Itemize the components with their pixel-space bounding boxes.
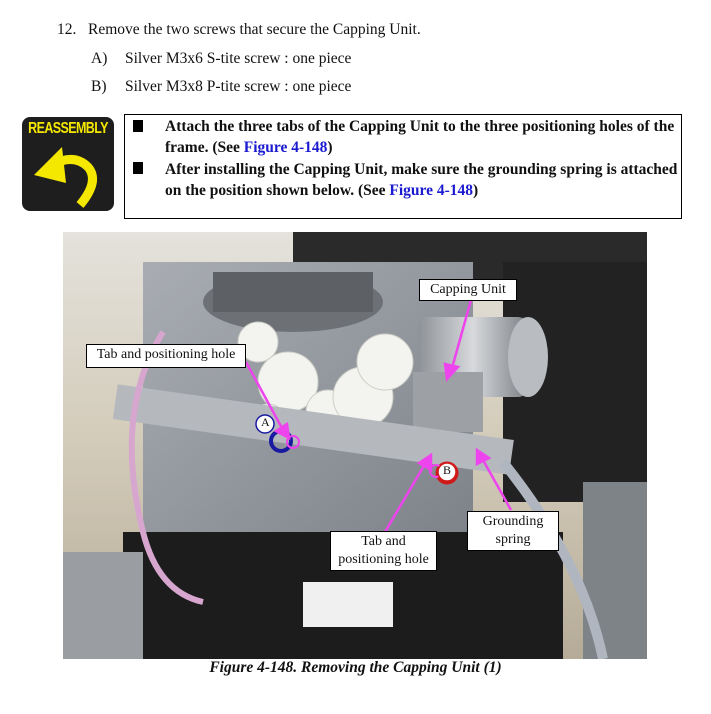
step-12: 12. Remove the two screws that secure th… [57, 21, 421, 39]
figure-caption: Figure 4-148. Removing the Capping Unit … [209, 659, 502, 676]
tab-bottom-arrow [383, 463, 427, 533]
bullet-icon [133, 162, 143, 174]
label-text: Capping Unit [430, 282, 506, 297]
substep-a: A) Silver M3x6 S-tite screw : one piece [91, 50, 351, 68]
reassembly-icon: REASSEMBLY [22, 117, 114, 211]
printer-photo-illustration [63, 232, 647, 659]
label-text: Tab and [361, 534, 406, 549]
reassembly-icon-label: REASSEMBLY [28, 119, 108, 137]
figure-link[interactable]: Figure 4-148 [389, 182, 474, 199]
label-text: spring [495, 532, 531, 547]
reassembly-notes: Attach the three tabs of the Capping Uni… [124, 114, 682, 219]
substep-b: B) Silver M3x8 P-tite screw : one piece [91, 78, 351, 96]
substep-text: Silver M3x6 S-tite screw : one piece [125, 50, 352, 67]
figure-link[interactable]: Figure 4-148 [243, 139, 328, 156]
tab-bottom-label: Tab and positioning hole [330, 531, 437, 571]
tab-hole-marker [286, 435, 300, 449]
note-end: ) [327, 139, 333, 156]
label-text: positioning hole [338, 552, 429, 567]
note-1: Attach the three tabs of the Capping Uni… [165, 116, 680, 158]
note-text: Attach the three tabs of the Capping Uni… [165, 118, 675, 156]
substep-letter: A) [91, 50, 108, 67]
note-end: ) [473, 182, 479, 199]
bullet-icon [133, 120, 143, 132]
capping-unit-label: Capping Unit [419, 279, 517, 301]
marker-b-label: B [443, 463, 452, 477]
figure-photo: A B Capping Unit Tab and positioning hol… [63, 232, 647, 659]
note-text: After installing the Capping Unit, make … [165, 161, 678, 199]
marker-a-label: A [261, 415, 270, 429]
tab-left-arrow [244, 361, 285, 431]
substep-text: Silver M3x8 P-tite screw : one piece [125, 78, 352, 95]
tab-left-label: Tab and positioning hole [86, 344, 246, 368]
capping-unit-arrow [450, 299, 473, 369]
substep-letter: B) [91, 78, 107, 95]
grounding-spring-label: Grounding spring [467, 511, 559, 551]
note-2: After installing the Capping Unit, make … [165, 159, 680, 201]
step-number: 12. [57, 21, 77, 38]
label-text: Grounding [482, 514, 544, 529]
step-text: Remove the two screws that secure the Ca… [88, 21, 421, 38]
return-arrow-icon [34, 147, 97, 208]
grounding-spring-arrow [481, 459, 513, 511]
label-text: Tab and positioning hole [96, 347, 236, 362]
